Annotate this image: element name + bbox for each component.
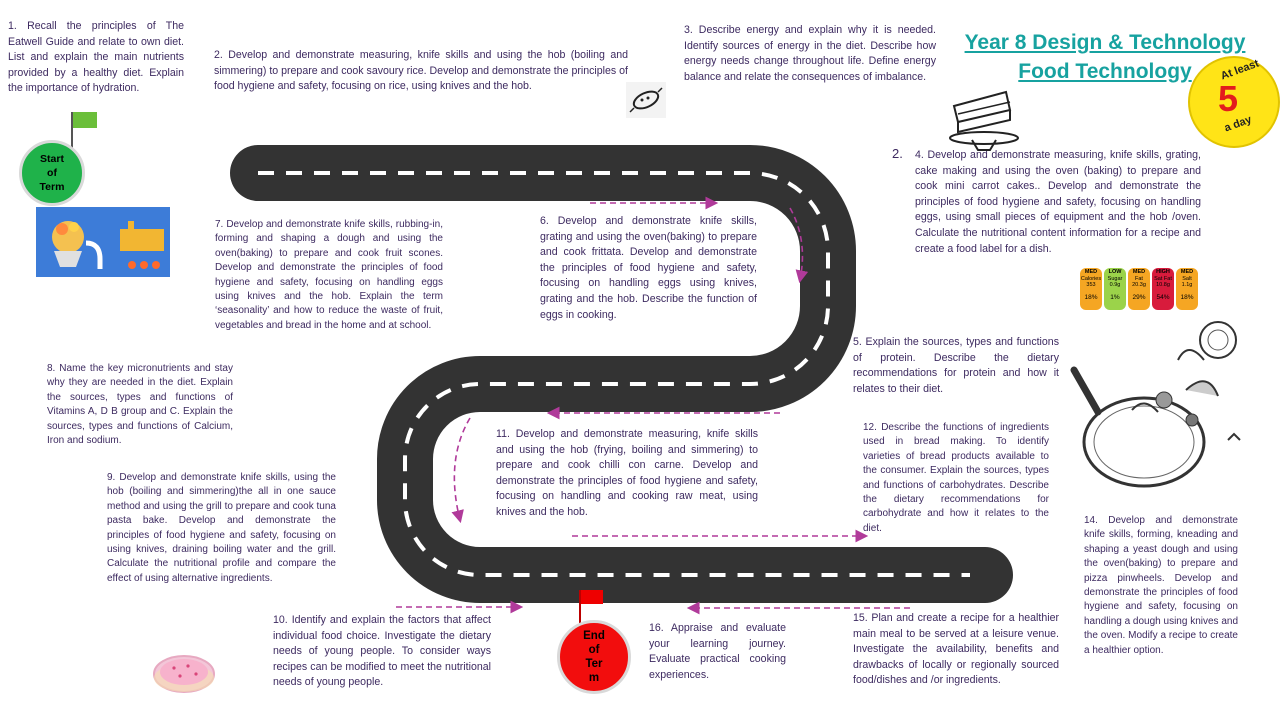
food-label-amount: 353 xyxy=(1086,282,1096,288)
step-10-text: 10. Identify and explain the factors tha… xyxy=(273,614,491,689)
step-16-text: 16. Appraise and evaluate your learning … xyxy=(649,622,786,681)
bacteria-icon xyxy=(626,82,666,118)
food-label-name: Salt xyxy=(1182,275,1192,282)
step-9-text: 9. Develop and demonstrate knife skills,… xyxy=(107,472,336,584)
start-of-term-badge: Start of Term xyxy=(19,140,85,206)
five-a-day-badge: At least 5 a day xyxy=(1188,56,1280,148)
step-2-text: 2. Develop and demonstrate measuring, kn… xyxy=(214,49,628,93)
food-label-amount: 1.1g xyxy=(1181,282,1193,288)
food-label-amount: 0.9g xyxy=(1109,282,1121,288)
food-factory-icon xyxy=(36,207,170,277)
end-flag-icon xyxy=(579,590,603,625)
step-8-text: 8. Name the key micronutrients and stay … xyxy=(47,363,233,447)
food-label-pct: 1% xyxy=(1110,293,1120,301)
food-label-amount: 10.8g xyxy=(1156,282,1170,288)
frying-pan-food-icon xyxy=(1070,321,1241,488)
page-title: Year 8 Design & Technology Food Technolo… xyxy=(940,28,1270,86)
end-of-term-badge: End of Ter m xyxy=(557,620,631,694)
step-7-text: 7. Develop and demonstrate knife skills,… xyxy=(215,219,443,331)
food-label-level: MED xyxy=(1180,269,1194,275)
food-label-name: Calories xyxy=(1080,275,1102,282)
food-label-level: MED xyxy=(1132,269,1146,275)
direction-arrow-4 xyxy=(451,417,471,524)
title-line-1: Year 8 Design & Technology xyxy=(964,31,1246,54)
step-1-text: 1. Recall the principles of The Eatwell … xyxy=(8,20,184,95)
start-label: Start of Term xyxy=(39,153,65,193)
food-label-name: Fat xyxy=(1135,275,1143,282)
cake-icon xyxy=(949,90,1019,151)
food-label-level: HIGH xyxy=(1156,269,1170,275)
food-label-level: LOW xyxy=(1108,269,1122,275)
step-15-text: 15. Plan and create a recipe for a healt… xyxy=(853,612,1059,687)
end-label: End of Ter m xyxy=(583,630,605,684)
step-11-text: 11. Develop and demonstrate measuring, k… xyxy=(496,428,758,518)
step-4-text: 4. Develop and demonstrate measuring, kn… xyxy=(915,149,1201,255)
step-3-text: 3. Describe energy and explain why it is… xyxy=(684,24,936,83)
step-5-text: 5. Explain the sources, types and functi… xyxy=(853,336,1059,395)
start-flag-icon xyxy=(71,112,97,148)
food-label-level: MED xyxy=(1084,269,1098,275)
food-label-name: Sat Fat xyxy=(1154,275,1172,282)
food-label-name: Sugar xyxy=(1107,275,1123,282)
doughnut-icon xyxy=(153,655,215,693)
road-center-dashes xyxy=(258,171,970,577)
five-a-day-number: 5 xyxy=(1218,78,1239,119)
food-label-pct: 54% xyxy=(1156,293,1170,301)
step-14-text: 14. Develop and demonstrate knife skills… xyxy=(1084,515,1239,656)
food-label-pct: 18% xyxy=(1180,293,1194,301)
step-4-number: 2. xyxy=(892,146,903,161)
food-label-amount: 20.3g xyxy=(1132,282,1146,288)
title-line-2: Food Technology xyxy=(1018,60,1192,83)
step-6-text: 6. Develop and demonstrate knife skills,… xyxy=(540,215,757,321)
step-12-text: 12. Describe the functions of ingredient… xyxy=(863,422,1049,534)
food-label-pct: 18% xyxy=(1084,293,1098,301)
food-label-pct: 29% xyxy=(1132,293,1146,301)
